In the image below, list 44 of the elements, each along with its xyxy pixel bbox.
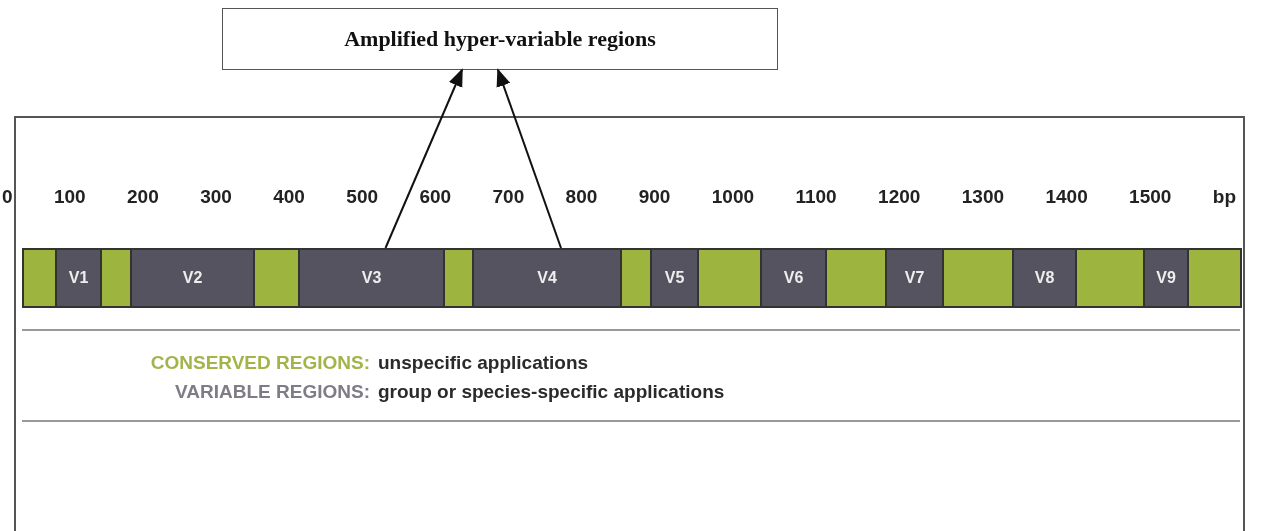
conserved-region-segment [1075,248,1145,308]
tick-label: 1000 [711,186,755,208]
legend-description: group or species-specific applications [378,381,725,403]
tick-label: 500 [346,186,379,208]
callout-box: Amplified hyper-variable regions [222,8,778,70]
tick-label: 1400 [1045,186,1088,208]
conserved-region-segment [443,248,474,308]
tick-label: 700 [492,186,525,208]
variable-region-segment: V8 [1012,248,1077,308]
conserved-region-segment [22,248,57,308]
tick-label: 1500 [1129,186,1172,208]
variable-region-segment: V6 [760,248,827,308]
panel-frame [14,116,1245,531]
conserved-region-segment [1187,248,1242,308]
conserved-region-segment [825,248,887,308]
tick-label: 1300 [961,186,1005,208]
tick-label: 900 [638,186,671,208]
tick-label: 600 [419,186,452,208]
conserved-region-segment [620,248,652,308]
conserved-region-segment [253,248,300,308]
conserved-region-segment [100,248,132,308]
variable-region-segment: V4 [472,248,622,308]
tick-label: 800 [565,186,598,208]
conserved-region-segment [697,248,762,308]
unit-label: bp [1212,186,1236,208]
variable-region-segment: V2 [130,248,255,308]
variable-region-segment: V1 [55,248,102,308]
legend-key: CONSERVED REGIONS: [150,352,370,374]
tick-label: 0 [2,186,13,208]
tick-label: 300 [200,186,232,208]
tick-label: 400 [273,186,305,208]
variable-region-segment: V3 [298,248,445,308]
variable-region-segment: V7 [885,248,944,308]
tick-label: 1200 [878,186,921,208]
tick-label: 200 [127,186,159,208]
legend-key: VARIABLE REGIONS: [175,381,370,403]
variable-region-segment: V5 [650,248,699,308]
tick-label: 1100 [795,186,837,208]
conserved-region-segment [942,248,1014,308]
arrow [384,68,463,249]
tick-label: 100 [53,186,86,208]
variable-region-segment: V9 [1143,248,1189,308]
arrow [496,68,562,249]
legend-description: unspecific applications [378,352,589,374]
